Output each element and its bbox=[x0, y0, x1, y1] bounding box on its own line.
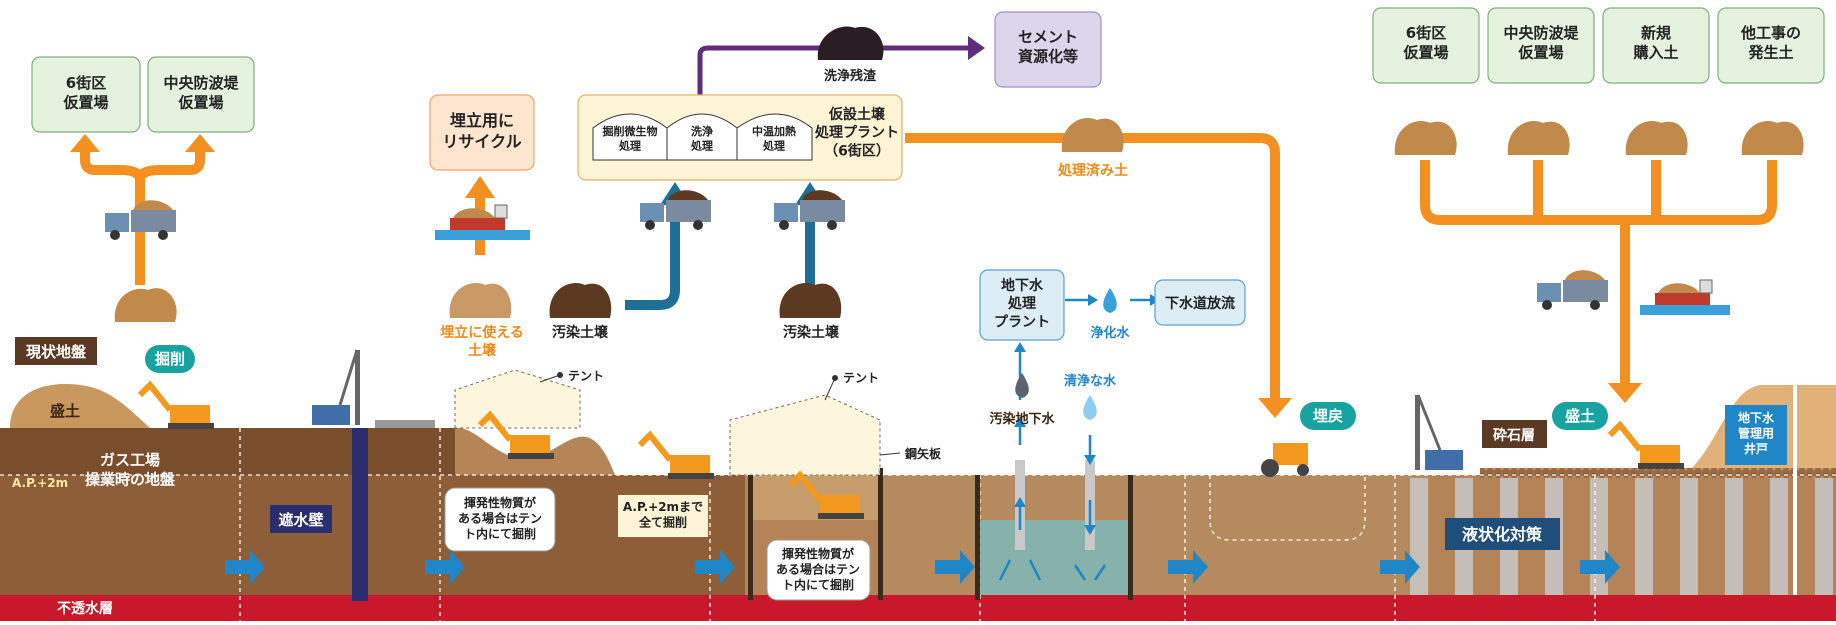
right-src-2-text: 中央防波堤仮置場 bbox=[1503, 24, 1579, 62]
purified-water-label: 浄化水 bbox=[1090, 325, 1130, 341]
ap2m-label: A.P.+2m bbox=[12, 476, 68, 490]
right-src-4-text: 他工事の発生土 bbox=[1740, 24, 1801, 62]
impermeable-layer-band bbox=[0, 595, 1836, 621]
wash-residue-label: 洗浄残渣 bbox=[824, 68, 877, 84]
fill-right-label: 盛土 bbox=[1565, 407, 1595, 425]
tent-1 bbox=[454, 369, 581, 429]
backfill-pill bbox=[1300, 402, 1356, 430]
water-drop-icons bbox=[1015, 288, 1117, 420]
right-input-arrows bbox=[1420, 160, 1777, 385]
treated-soil-label: 処理済み土 bbox=[1057, 162, 1128, 179]
treatment-plant-box bbox=[577, 94, 903, 181]
volatile-note-2-bg bbox=[766, 539, 871, 601]
excavation-label: 掘削 bbox=[155, 350, 185, 368]
recycle-box bbox=[429, 94, 535, 171]
gw-well-label: 地下水管理用井戸 bbox=[1738, 410, 1775, 456]
contaminated-soil-label-1: 汚染土壌 bbox=[552, 324, 609, 341]
right-src-3-text: 新規購入土 bbox=[1632, 24, 1678, 62]
gw-plant-text: 地下水処理プラント bbox=[994, 277, 1050, 330]
cutoff-wall-label-bg bbox=[270, 505, 332, 533]
soil-pile-icons bbox=[114, 26, 1804, 322]
reusable-soil-label: 埋立に使える土壌 bbox=[440, 324, 524, 359]
ground-flow-arrows bbox=[225, 550, 1620, 584]
backfill-label: 埋戻 bbox=[1313, 407, 1343, 425]
excavator-icons bbox=[137, 380, 1684, 519]
cutoff-wall-label: 遮水壁 bbox=[278, 511, 323, 529]
left-dest-1-text: 6街区仮置場 bbox=[62, 74, 108, 112]
gravel-layer-label: 砕石層 bbox=[1493, 427, 1535, 444]
excavation-pill bbox=[145, 345, 195, 373]
barge-icons bbox=[435, 204, 1730, 315]
plant-sub-1-text: 掘削微生物処理 bbox=[603, 124, 658, 152]
volatile-note-1-bg bbox=[444, 487, 556, 552]
contaminated-soil-label-2: 汚染土壌 bbox=[783, 324, 840, 341]
groundwater-pit bbox=[980, 520, 1128, 595]
right-src-1-text: 6街区仮置場 bbox=[1402, 24, 1448, 62]
gravel-label-bg bbox=[1482, 420, 1547, 448]
right-source-boxes bbox=[1372, 7, 1825, 84]
volatile-note-2: 揮発性物質がある場合はテント内にて掘削 bbox=[776, 546, 860, 592]
liquefaction-label-bg bbox=[1445, 518, 1560, 550]
contaminated-gw-label: 汚染地下水 bbox=[989, 411, 1055, 427]
cement-box bbox=[994, 11, 1102, 88]
sewer-box bbox=[1154, 279, 1246, 326]
groundwater-plant-box bbox=[979, 269, 1065, 341]
left-dest-2-text: 中央防波堤仮置場 bbox=[163, 74, 239, 112]
tent-label-1: テント bbox=[568, 369, 604, 383]
clean-water-label: 清浄な水 bbox=[1064, 373, 1117, 389]
fill-left-label: 盛土 bbox=[50, 402, 80, 420]
left-output-arrows bbox=[80, 150, 205, 285]
existing-ground-label: 現状地盤 bbox=[26, 343, 87, 361]
ap2m-note-bg bbox=[618, 495, 708, 537]
dump-truck-icons bbox=[105, 190, 1608, 310]
liquefaction-label: 液状化対策 bbox=[1462, 525, 1543, 544]
text-layer: 現状地盤 盛土 ガス工場操業時の地盤 A.P.+2m 不透水層 掘削 遮水壁 揮… bbox=[12, 24, 1801, 617]
steel-sheet-pile-label: 鋼矢板 bbox=[904, 446, 942, 461]
tent-2 bbox=[729, 394, 881, 476]
pile-driver-icons bbox=[312, 349, 1463, 470]
plant-sub-3-text: 中温加熱処理 bbox=[752, 124, 796, 152]
gas-works-ground-label: ガス工場操業時の地盤 bbox=[85, 451, 176, 489]
ap2m-excavate-note: A.P.+2mまで全て掘削 bbox=[623, 500, 703, 530]
sewer-text: 下水道放流 bbox=[1165, 295, 1235, 312]
recycle-box-text: 埋立用にリサイクル bbox=[442, 111, 521, 151]
plant-title-text: 仮設土壌処理プラント（6街区） bbox=[814, 106, 899, 159]
cement-text: セメント資源化等 bbox=[1018, 28, 1078, 66]
impermeable-layer-label: 不透水層 bbox=[57, 600, 113, 617]
tent-label-2: テント bbox=[843, 371, 879, 385]
existing-ground-label-bg bbox=[15, 337, 97, 365]
left-destination-boxes bbox=[31, 56, 255, 133]
fill-pill bbox=[1552, 402, 1608, 430]
volatile-note-1: 揮発性物質がある場合はテント内にて掘削 bbox=[458, 495, 542, 541]
plant-sub-2-text: 洗浄処理 bbox=[690, 124, 713, 152]
gw-well-label-bg bbox=[1725, 405, 1787, 465]
cutoff-wall bbox=[352, 428, 368, 601]
